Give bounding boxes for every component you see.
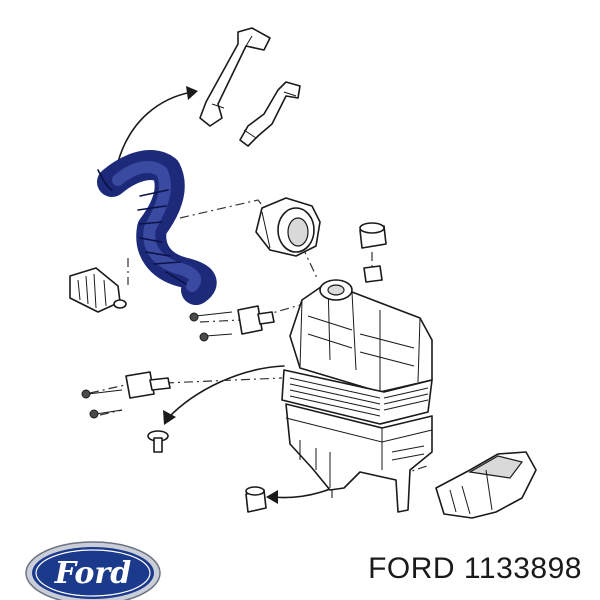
caption-part-number: 1133898	[463, 552, 582, 585]
air-box-cover	[289, 279, 433, 393]
air-filter-element	[281, 369, 433, 425]
grommet	[245, 486, 267, 513]
ford-logo-icon: Ford	[25, 541, 161, 600]
small-hose-upper	[199, 27, 271, 127]
screws	[81, 311, 233, 419]
sensor-lower	[125, 371, 171, 399]
arrow-to-bolt	[163, 365, 285, 425]
sensor-upper	[237, 305, 275, 335]
resonator-piece	[69, 267, 127, 313]
intake-hose-highlighted	[97, 150, 217, 305]
vent-valve	[359, 222, 387, 283]
bolt	[147, 430, 169, 453]
part-caption: FORD 1133898	[368, 552, 582, 586]
ford-logo-text: Ford	[54, 556, 131, 591]
caption-brand: FORD	[368, 552, 456, 585]
arrow-to-small-hoses	[117, 86, 198, 163]
air-flow-meter	[255, 197, 321, 257]
intake-snorkel	[435, 451, 537, 519]
small-hose-lower	[239, 81, 301, 147]
air-box-lower	[285, 403, 433, 513]
